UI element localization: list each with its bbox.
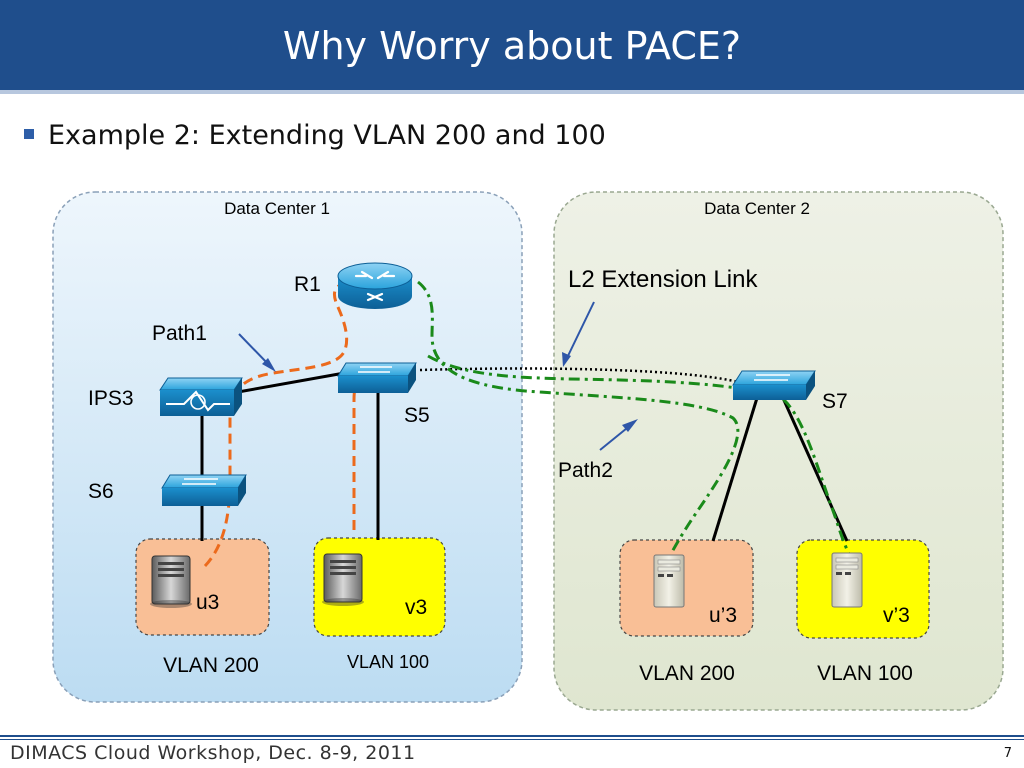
footer-text: DIMACS Cloud Workshop, Dec. 8-9, 2011: [10, 742, 416, 764]
footer-rule: [0, 735, 1024, 737]
l2-extension-label: L2 Extension Link: [568, 266, 758, 293]
path2-line: [417, 280, 740, 553]
footer-rule-thin: [0, 739, 1024, 740]
dc1-label: Data Center 1: [224, 199, 330, 218]
link-s7-u3p: [711, 397, 759, 542]
server-u3-prime-label: u’3: [709, 604, 737, 627]
slide-title: Why Worry about PACE?: [282, 24, 742, 68]
path2-arrow: [599, 419, 638, 451]
path2-label: Path2: [558, 459, 613, 482]
vlan200-dc1-label: VLAN 200: [163, 654, 259, 677]
server-v3-prime-icon: [831, 552, 863, 608]
vlan100-dc2-label: VLAN 100: [817, 662, 913, 685]
switch-s6-label: S6: [88, 480, 114, 503]
l2-extension-link: [419, 367, 739, 384]
ips3-label: IPS3: [88, 387, 134, 410]
vlan100-dc1-label: VLAN 100: [347, 652, 429, 672]
page-number: 7: [1003, 746, 1012, 761]
vlan100-box-dc2: [796, 539, 930, 639]
server-v3-icon: [322, 553, 364, 606]
ips3-icon: [159, 377, 243, 416]
router-r1-label: R1: [294, 273, 321, 296]
vlan200-box-dc2: [619, 539, 754, 637]
router-r1-icon: [337, 262, 413, 309]
server-v3-label: v3: [405, 596, 427, 619]
switch-s5-label: S5: [404, 404, 430, 427]
bullet-square-icon: [24, 128, 34, 139]
title-bar: [0, 0, 1024, 94]
server-u3-icon: [150, 555, 192, 608]
link-ips3-s5: [237, 370, 351, 394]
vlan200-dc2-label: VLAN 200: [639, 662, 735, 685]
dc2-label: Data Center 2: [704, 199, 810, 218]
switch-s6-icon: [161, 474, 247, 506]
path1-label: Path1: [152, 322, 207, 345]
switch-s7-label: S7: [822, 390, 848, 413]
data-center-1-box: [52, 191, 523, 703]
bullet-text: Example 2: Extending VLAN 200 and 100: [48, 120, 606, 151]
server-u3-prime-icon: [653, 554, 685, 608]
server-v3-prime-label: v’3: [883, 604, 910, 627]
bullet-item: Example 2: Extending VLAN 200 and 100: [24, 120, 606, 151]
switch-s7-icon: [732, 370, 816, 400]
path1-arrow: [238, 333, 276, 372]
l2-extension-arrow: [562, 301, 595, 367]
switch-s5-icon: [337, 362, 417, 393]
server-u3-label: u3: [196, 591, 219, 614]
